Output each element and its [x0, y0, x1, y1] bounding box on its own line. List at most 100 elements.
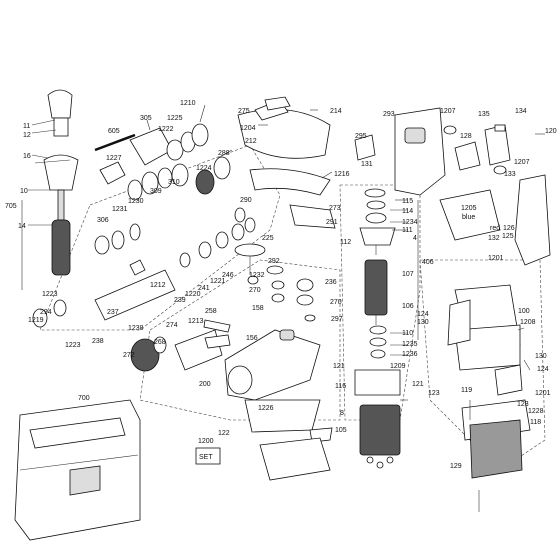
label-1228: 1228	[528, 408, 544, 415]
label-120: 120	[545, 128, 557, 135]
sleeve-part	[99, 161, 126, 185]
carry-case	[14, 399, 141, 541]
label-118: 118	[530, 419, 541, 426]
label-129: 129	[450, 463, 462, 470]
label-272: 272	[123, 352, 135, 359]
label-106: 106	[402, 303, 414, 310]
depth-gauge-holder-part	[43, 154, 79, 191]
label-1220: 1220	[185, 291, 201, 298]
label-246: 246	[222, 272, 234, 279]
label-225: 225	[262, 235, 274, 242]
label-158: 158	[252, 305, 264, 312]
label-293: 293	[383, 111, 395, 118]
label-1201-top: 1201	[488, 255, 504, 262]
gear-part	[130, 338, 160, 372]
label-1232: 1232	[249, 272, 265, 279]
label-291: 291	[326, 219, 338, 226]
label-135: 135	[478, 111, 490, 118]
label-288: 288	[218, 150, 230, 157]
label-114: 114	[402, 208, 413, 215]
handle-shaft-part	[57, 189, 65, 221]
label-1216: 1216	[334, 171, 350, 178]
battery-housing-part	[469, 419, 523, 479]
label-297: 297	[331, 316, 343, 323]
ring-part	[191, 123, 209, 147]
label-1212: 1212	[150, 282, 166, 289]
label-305: 305	[140, 115, 152, 122]
label-274: 274	[166, 322, 178, 329]
rear-handle-half-part	[514, 174, 551, 266]
label-123-right: 123	[517, 401, 529, 408]
label-294: 294	[40, 309, 52, 316]
label-1208: 1208	[520, 319, 536, 326]
label-130-left: 130	[417, 319, 429, 326]
label-1213: 1213	[188, 318, 204, 325]
label-130-right: 130	[535, 353, 547, 360]
label-1231: 1231	[112, 206, 128, 213]
handle-grip-part	[47, 89, 73, 119]
label-1235: 1235	[402, 341, 418, 348]
label-100: 100	[518, 308, 530, 315]
gear-group-boundary	[139, 259, 341, 421]
label-156: 156	[246, 335, 258, 342]
part-number-labels: 11 12 16 10 705 14 605 305 1222 1225 121…	[5, 100, 557, 470]
label-1230: 1230	[128, 198, 144, 205]
label-116: 116	[335, 383, 346, 390]
label-112: 112	[340, 239, 351, 246]
label-1205: 1205	[461, 205, 477, 212]
label-124-left: 124	[417, 311, 429, 318]
label-273: 273	[329, 205, 341, 212]
fan-part	[354, 369, 401, 396]
leader-lines	[28, 104, 545, 401]
label-1224: 1224	[196, 165, 212, 172]
label-212: 212	[245, 138, 257, 145]
label-237: 237	[107, 309, 119, 316]
label-119: 119	[461, 387, 472, 394]
label-1223-top: 1223	[42, 291, 58, 298]
label-122: 122	[218, 430, 230, 437]
label-10: 10	[20, 188, 28, 195]
label-115: 115	[402, 198, 413, 205]
housing-group-boundary	[419, 259, 546, 471]
label-4: 4	[413, 235, 417, 242]
set-label: SET	[199, 454, 213, 461]
label-121-left: 121	[333, 363, 345, 370]
label-1210: 1210	[180, 100, 196, 107]
label-1234: 1234	[402, 219, 418, 226]
stator-part	[359, 404, 401, 456]
label-1201-bottom: 1201	[535, 390, 551, 397]
label-1207-right: 1207	[514, 159, 530, 166]
side-handle-assembly	[21, 89, 79, 290]
label-14: 14	[18, 223, 26, 230]
switch-part	[439, 189, 501, 241]
clutch-part	[174, 329, 223, 371]
label-red: red	[490, 225, 500, 232]
rear-handle-half-part	[394, 107, 446, 196]
label-132: 132	[488, 235, 500, 242]
label-310: 310	[168, 179, 180, 186]
label-270-left: 270	[249, 287, 261, 294]
cover-part	[244, 399, 321, 433]
chuck-body-part	[129, 127, 173, 166]
chuck-parts	[32, 123, 256, 328]
label-107: 107	[402, 271, 414, 278]
armature-part	[364, 259, 388, 316]
gear-parts	[130, 96, 336, 481]
top-cover-part	[237, 109, 331, 159]
label-700: 700	[78, 395, 90, 402]
label-309: 309	[150, 188, 162, 195]
label-124-right: 124	[537, 366, 549, 373]
label-123-left: 123	[428, 390, 440, 397]
label-128: 128	[460, 133, 472, 140]
motor-housing-parts	[447, 284, 531, 512]
label-705: 705	[5, 203, 17, 210]
label-1222: 1222	[158, 126, 174, 133]
spindle-part	[94, 269, 176, 321]
label-126: 126	[503, 225, 515, 232]
ring-part	[166, 139, 184, 161]
handle-grip-part	[51, 219, 71, 276]
parts-set-icon: SET	[195, 447, 221, 465]
label-270-right: 270	[330, 299, 342, 306]
